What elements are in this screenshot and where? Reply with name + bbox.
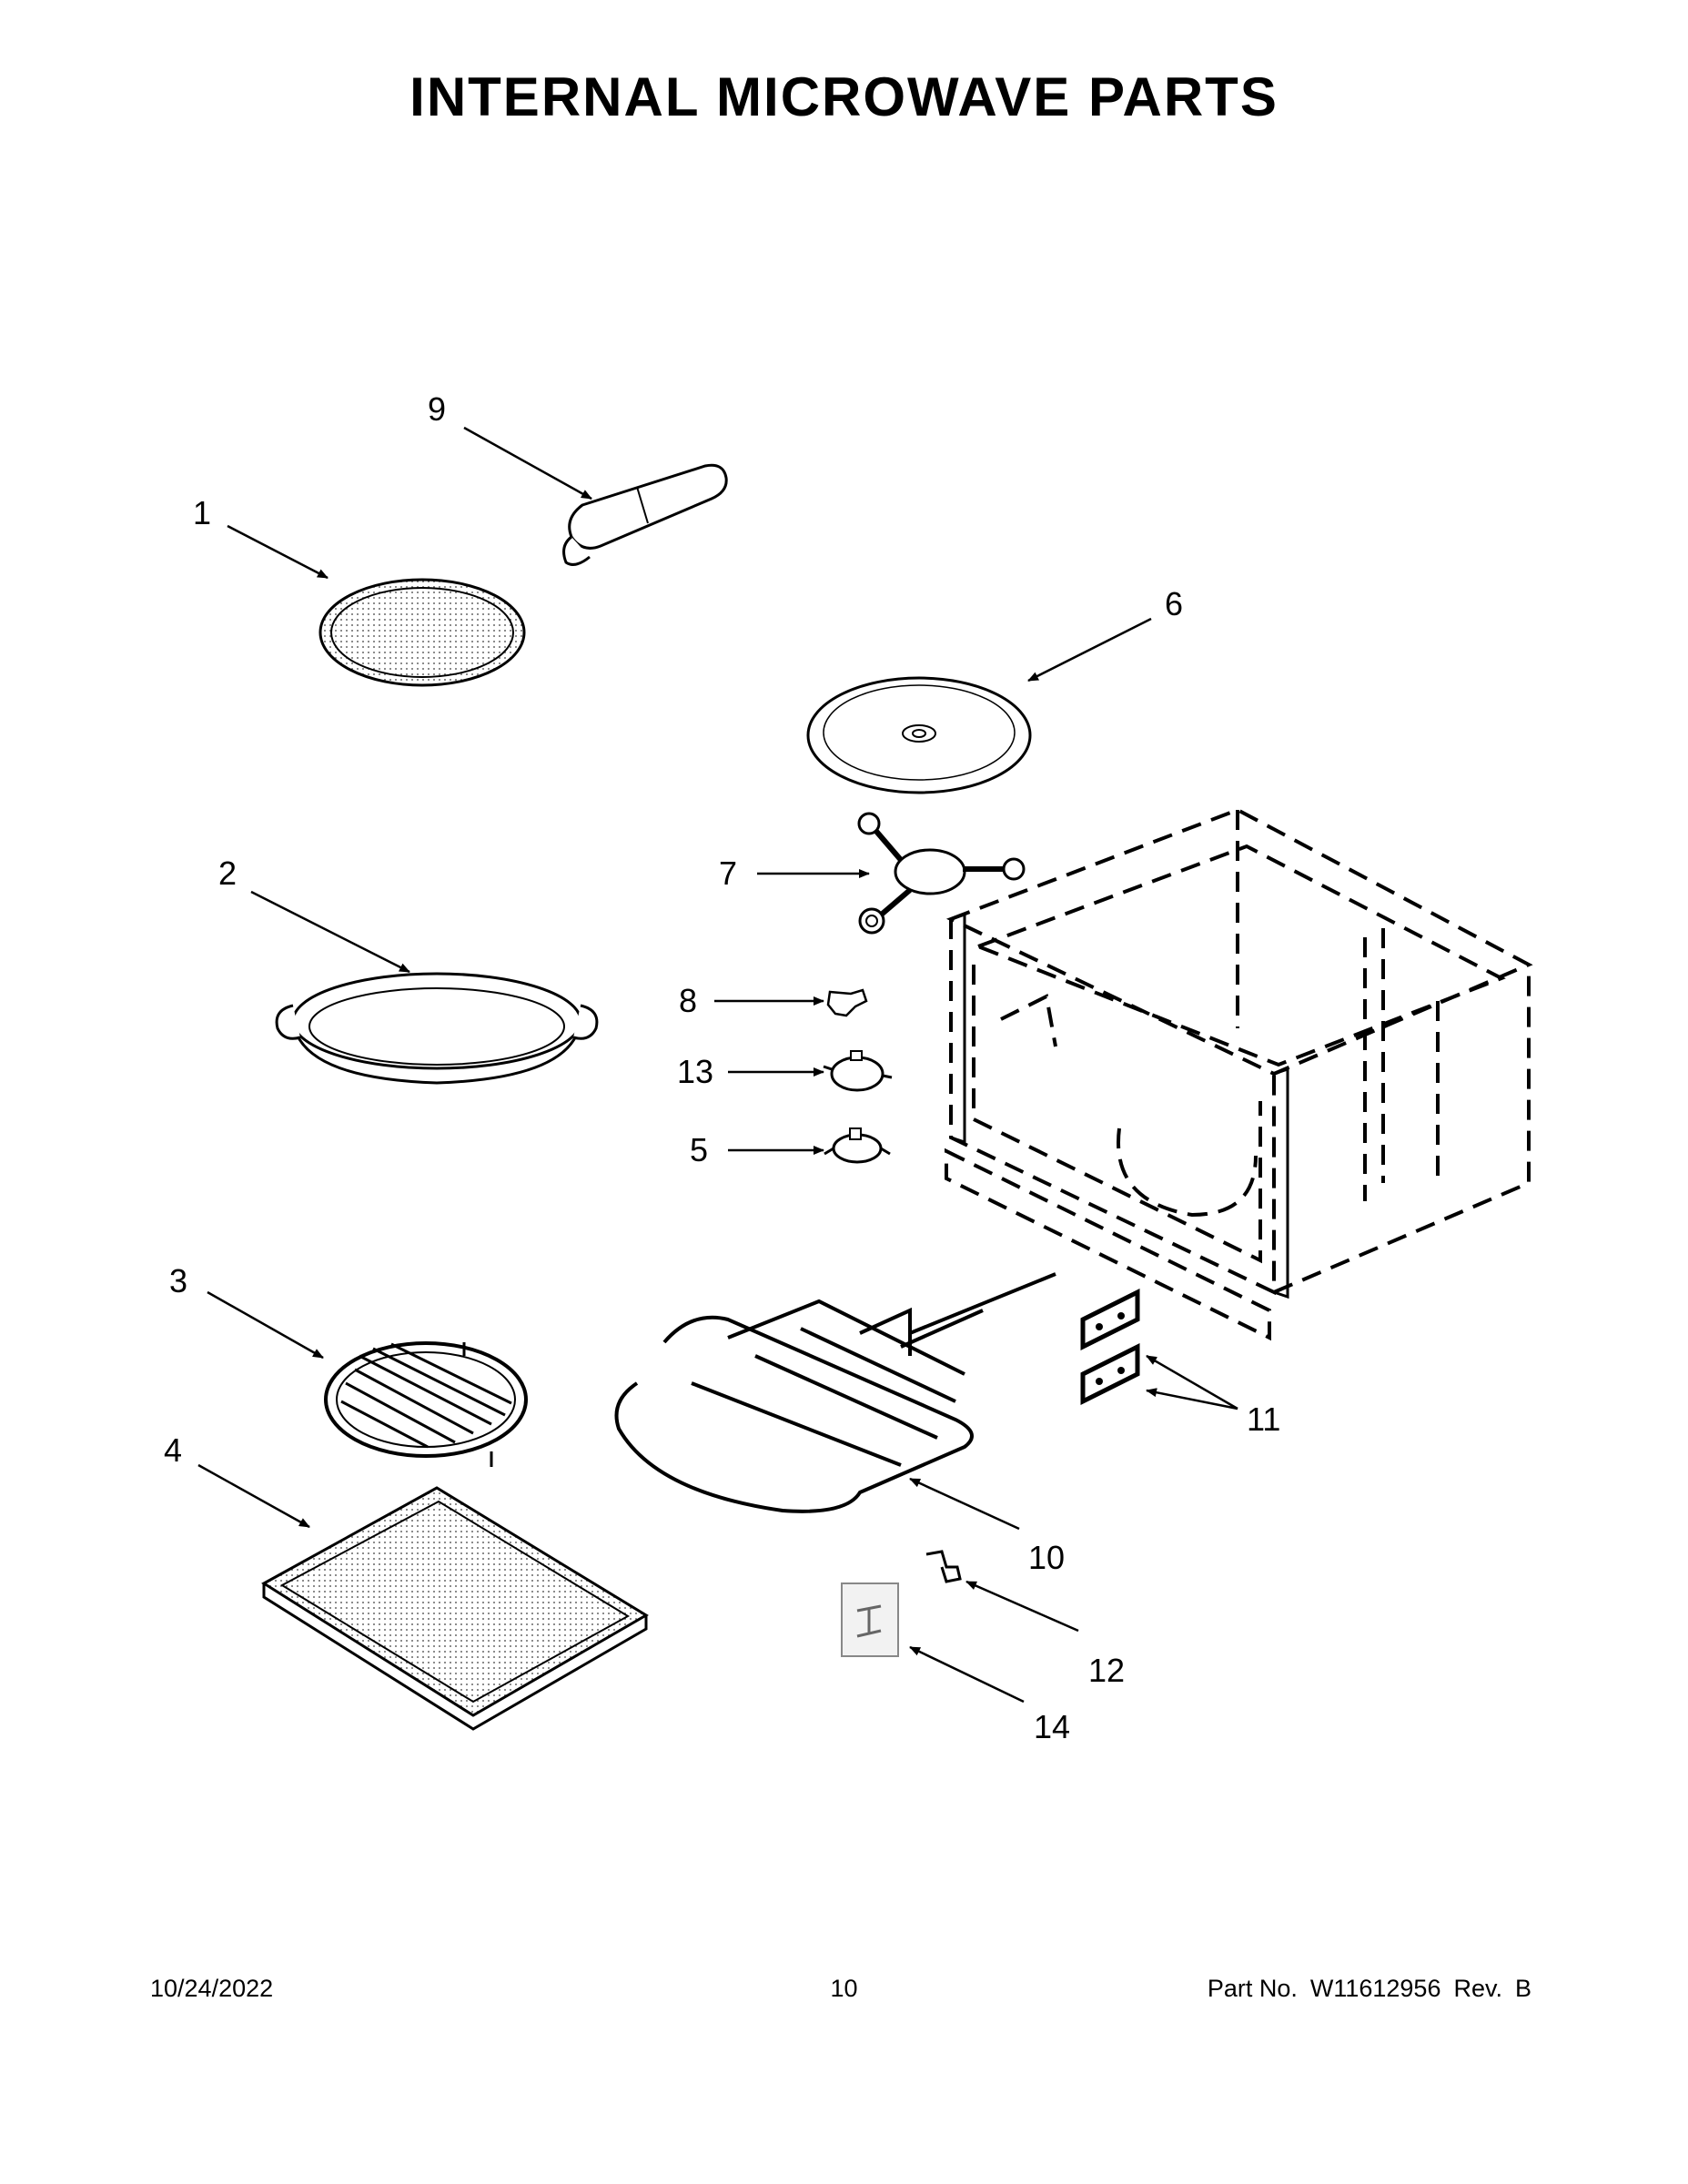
part-14-label (841, 1582, 899, 1657)
footer-part-info: Part No. W11612956 Rev. B (1208, 1975, 1531, 2003)
part-6-turntable-tray (806, 676, 1032, 794)
part-2-casserole-dish (275, 972, 599, 1085)
part-1-crisper-plate (318, 578, 526, 687)
part-9-handle (562, 463, 728, 566)
callout-5: 5 (690, 1131, 708, 1168)
page-title: INTERNAL MICROWAVE PARTS (409, 66, 1279, 127)
cavity-solid-edges (950, 912, 1289, 1299)
footer-page-number: 10 (830, 1975, 858, 2002)
callout-13: 13 (677, 1053, 713, 1090)
callout-labels: 1 2 3 4 5 6 7 8 9 10 11 12 13 14 (164, 390, 1280, 1745)
callout-7: 7 (719, 854, 737, 892)
callout-1: 1 (193, 494, 211, 531)
revision-label: Rev. (1453, 1975, 1502, 2002)
revision: B (1514, 1975, 1531, 2002)
callout-arrows (197, 426, 1238, 1704)
callout-10: 10 (1028, 1539, 1065, 1576)
part-number: W11612956 (1309, 1975, 1441, 2002)
callout-3: 3 (169, 1262, 187, 1299)
part-number-label: Part No. (1207, 1975, 1298, 2002)
callout-8: 8 (679, 982, 697, 1019)
footer-date: 10/24/2022 (150, 1975, 274, 2002)
part-3-round-rack (324, 1341, 528, 1467)
part-7-roller-support (857, 812, 1026, 935)
part-13-motor (823, 1050, 893, 1092)
callout-11: 11 (1247, 1400, 1280, 1438)
callout-6: 6 (1165, 585, 1183, 622)
part-4-baking-tray (261, 1486, 649, 1731)
callout-14: 14 (1034, 1708, 1070, 1745)
part-10-heating-element (614, 1272, 1056, 1513)
callout-9: 9 (428, 390, 446, 428)
callout-2: 2 (218, 854, 237, 892)
part-11-pads (1080, 1288, 1140, 1406)
callout-12: 12 (1088, 1652, 1125, 1689)
part-5-turntable-motor (824, 1127, 891, 1164)
part-8-small-bracket (826, 988, 868, 1017)
part-12-clip (925, 1550, 962, 1583)
cavity-assembly (945, 807, 1533, 1341)
callout-4: 4 (164, 1431, 182, 1469)
